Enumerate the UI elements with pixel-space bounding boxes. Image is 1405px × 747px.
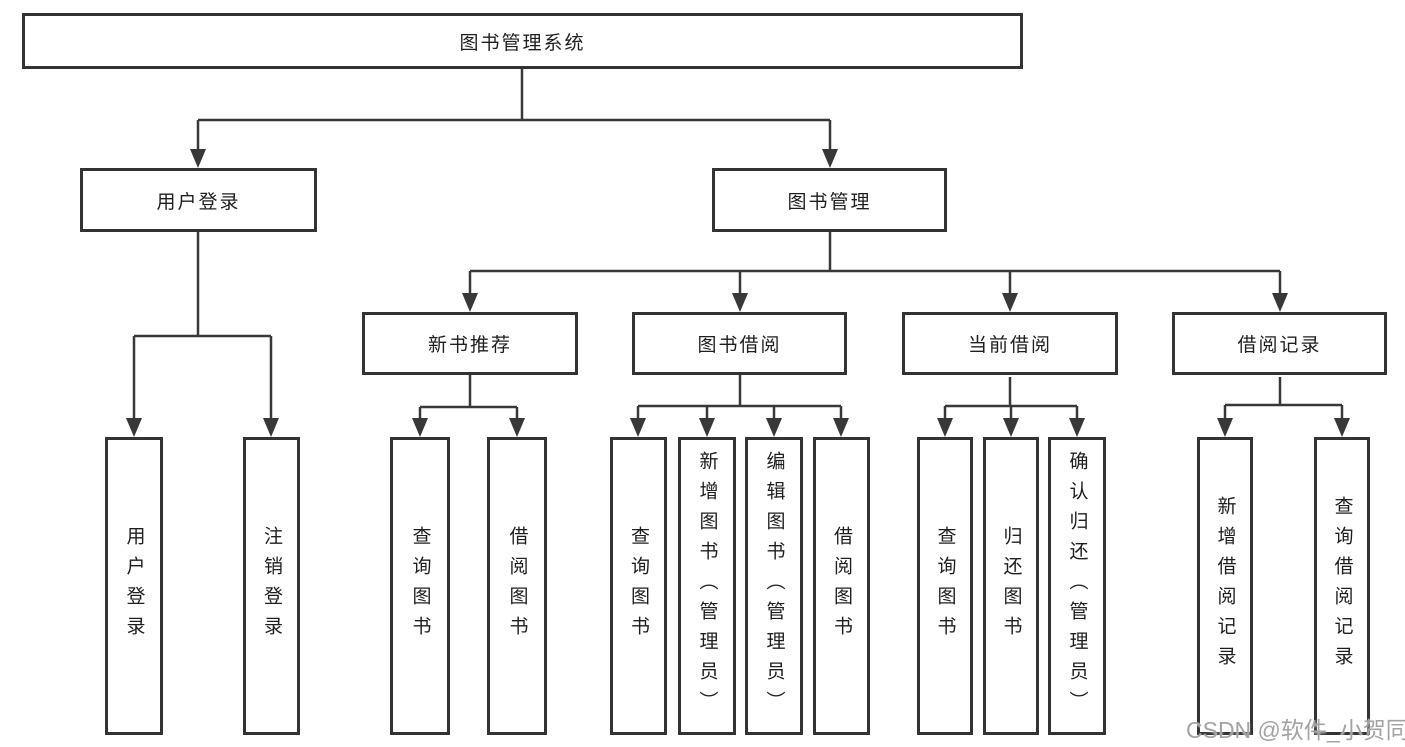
node-book-management-label: 图书管理 xyxy=(787,191,872,213)
connector-borrow-records-branch xyxy=(1223,377,1344,418)
leaf-borrow-add-books-admin-label: 新增图书（管理员） xyxy=(696,451,718,721)
leaf-user-login: 用户登录 xyxy=(105,437,163,735)
arrowhead xyxy=(1069,418,1085,437)
arrowhead xyxy=(937,418,953,437)
leaf-borrow-add-books-admin: 新增图书（管理员） xyxy=(678,437,736,735)
node-user-login: 用户登录 xyxy=(80,168,317,232)
node-current-borrow-label: 当前借阅 xyxy=(967,335,1052,356)
leaf-logout-login: 注销登录 xyxy=(243,437,300,735)
leaf-records-add-borrow-record-label: 新增借阅记录 xyxy=(1214,496,1236,676)
leaf-current-query-books: 查询图书 xyxy=(917,437,973,735)
leaf-newrec-borrow-books-label: 借阅图书 xyxy=(506,526,528,646)
node-book-borrow: 图书借阅 xyxy=(632,312,847,375)
arrowhead xyxy=(126,418,142,437)
leaf-newrec-query-books: 查询图书 xyxy=(390,437,450,735)
arrowhead xyxy=(190,149,206,168)
arrowhead xyxy=(1003,418,1019,437)
leaf-current-query-books-label: 查询图书 xyxy=(934,526,956,646)
leaf-borrow-query-books: 查询图书 xyxy=(610,437,667,735)
leaf-current-confirm-return-admin: 确认归还（管理员） xyxy=(1048,437,1106,735)
arrowhead xyxy=(462,293,478,312)
leaf-records-query-borrow-record-label: 查询借阅记录 xyxy=(1331,496,1353,676)
watermark: CSDN @软件_小贺同学 xyxy=(1186,717,1405,743)
node-new-book-recommend: 新书推荐 xyxy=(362,312,578,375)
arrowhead xyxy=(412,418,428,437)
node-current-borrow: 当前借阅 xyxy=(902,312,1118,375)
node-borrow-records: 借阅记录 xyxy=(1172,312,1387,375)
arrowhead xyxy=(822,149,838,168)
leaf-current-return-books: 归还图书 xyxy=(983,437,1039,735)
connector-user-login-branch xyxy=(132,232,273,418)
arrowheads xyxy=(126,149,1350,437)
node-book-borrow-label: 图书借阅 xyxy=(697,335,782,356)
leaf-current-confirm-return-admin-label: 确认归还（管理员） xyxy=(1066,451,1088,721)
leaf-borrow-edit-books-admin: 编辑图书（管理员） xyxy=(745,437,803,735)
node-new-book-recommend-label: 新书推荐 xyxy=(427,335,512,356)
node-root-label: 图书管理系统 xyxy=(459,32,586,54)
arrowhead xyxy=(1002,293,1018,312)
connector-lines xyxy=(132,69,1344,418)
arrowhead xyxy=(732,293,748,312)
arrowhead xyxy=(699,418,715,437)
connector-book-borrow-branch xyxy=(636,375,843,418)
connector-book-mgmt-branch xyxy=(468,232,1282,293)
leaf-newrec-borrow-books: 借阅图书 xyxy=(487,437,547,735)
leaf-borrow-borrow-books-label: 借阅图书 xyxy=(831,526,852,646)
node-book-management: 图书管理 xyxy=(712,168,947,232)
arrowhead xyxy=(263,418,279,437)
leaf-borrow-query-books-label: 查询图书 xyxy=(628,526,649,646)
leaf-user-login-label: 用户登录 xyxy=(123,526,145,646)
node-borrow-records-label: 借阅记录 xyxy=(1237,335,1322,356)
node-user-login-label: 用户登录 xyxy=(156,191,241,213)
node-root: 图书管理系统 xyxy=(22,13,1023,69)
arrowhead xyxy=(509,418,525,437)
arrowhead xyxy=(1334,418,1350,437)
arrowhead xyxy=(766,418,782,437)
arrowhead xyxy=(1272,293,1288,312)
leaf-records-query-borrow-record: 查询借阅记录 xyxy=(1314,437,1370,735)
connector-new-rec-branch xyxy=(418,375,519,418)
arrowhead xyxy=(630,418,646,437)
connector-current-borrow-branch xyxy=(943,377,1079,418)
leaf-borrow-borrow-books: 借阅图书 xyxy=(813,437,870,735)
leaf-logout-login-label: 注销登录 xyxy=(261,526,282,646)
leaf-newrec-query-books-label: 查询图书 xyxy=(409,526,431,646)
leaf-records-add-borrow-record: 新增借阅记录 xyxy=(1197,437,1253,735)
arrowhead xyxy=(1217,418,1233,437)
arrowhead xyxy=(833,418,849,437)
leaf-borrow-edit-books-admin-label: 编辑图书（管理员） xyxy=(763,451,785,721)
connector-root-branch xyxy=(196,69,832,149)
leaf-current-return-books-label: 归还图书 xyxy=(1000,526,1022,646)
